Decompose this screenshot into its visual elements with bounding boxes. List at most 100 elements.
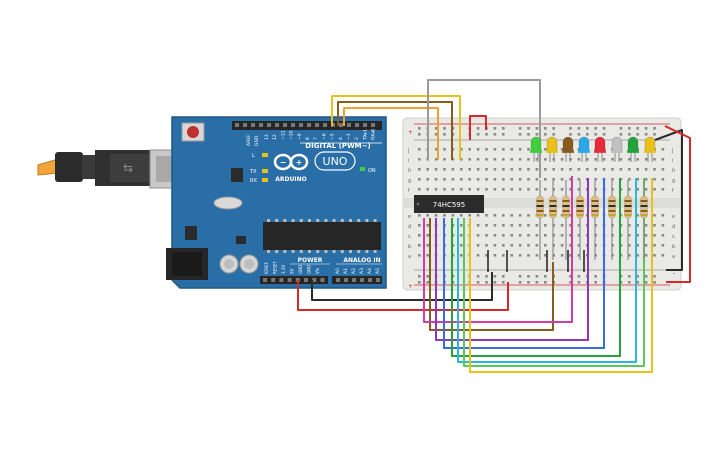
resistor	[591, 180, 599, 260]
wire-black-gnd	[311, 272, 493, 301]
digital-pin-label: 12	[272, 134, 278, 140]
wire-green-loop	[451, 178, 621, 357]
header-hole	[275, 123, 279, 127]
uno-label: UNO	[323, 155, 348, 168]
wire-red-top	[469, 115, 487, 140]
digital-pin-label: ~6	[321, 133, 327, 140]
row-label-right: j	[671, 148, 673, 154]
wire-green2-loop	[463, 178, 645, 367]
analog-pin-label: A1	[343, 268, 349, 274]
header-hole	[371, 123, 375, 127]
power-header-label: POWER	[298, 257, 323, 264]
led	[594, 136, 606, 162]
power-pin-label: Vin	[315, 267, 320, 274]
svg-text:⇆: ⇆	[123, 161, 133, 175]
shift-register-chip: 74HC595	[414, 195, 484, 213]
power-pin-label: 3.3V	[281, 265, 286, 274]
row-label-left: h	[408, 168, 411, 174]
rail-plus-bottom: +	[408, 283, 413, 290]
wire-red-right	[664, 125, 691, 283]
header-hole	[363, 123, 367, 127]
header-hole	[267, 123, 271, 127]
analog-header	[332, 276, 382, 284]
analog-pin-label: A0	[335, 268, 341, 274]
resistor	[576, 180, 584, 260]
power-pin-label: GND	[307, 265, 312, 274]
digital-pin-label: 7	[313, 137, 319, 140]
header-hole	[323, 123, 327, 127]
header-hole	[283, 123, 287, 127]
digital-pin-label: ~9	[297, 133, 303, 140]
power-pin-label: 5V	[290, 268, 295, 274]
analog-header-label: ANALOG IN	[343, 257, 380, 264]
rail-plus-top: +	[408, 129, 413, 136]
led	[546, 136, 558, 162]
header-hole	[299, 123, 303, 127]
row-label-left: b	[408, 244, 411, 250]
resistor-array	[487, 180, 648, 272]
row-label-left: g	[408, 178, 411, 184]
analog-pin-label: A3	[359, 268, 365, 274]
resistor	[640, 180, 648, 260]
digital-pin-label: 2	[354, 137, 360, 140]
digital-pin-label: 4	[338, 137, 344, 140]
digital-pin-label: 13	[264, 134, 270, 140]
wire-magenta-loop	[423, 176, 573, 323]
digital-pin-label: 8	[305, 137, 311, 140]
led	[627, 136, 639, 162]
digital-header-label: DIGITAL (PWM~)	[305, 142, 370, 150]
resistor	[549, 180, 557, 260]
wire-brown-loop	[429, 218, 554, 331]
digital-pin-label: ~5	[330, 133, 336, 140]
header-hole	[307, 123, 311, 127]
wire-yellow-top	[331, 95, 461, 160]
resistor	[608, 180, 616, 260]
header-hole	[339, 123, 343, 127]
resistor	[562, 180, 570, 260]
wire-black-right	[654, 129, 683, 271]
row-label-left: i	[408, 158, 409, 164]
wire-orange-top	[343, 107, 439, 160]
row-label-right: h	[672, 168, 675, 174]
wire-red-5v	[297, 280, 509, 311]
digital-pin-label: ~11	[280, 130, 286, 140]
row-label-left: a	[408, 254, 411, 260]
led	[644, 136, 656, 162]
row-label-right: d	[672, 224, 675, 230]
svg-text:−: −	[280, 158, 287, 167]
led	[578, 136, 590, 162]
wire-brown-top	[337, 101, 453, 160]
header-hole	[235, 123, 239, 127]
power-header	[260, 276, 328, 284]
svg-text:+: +	[296, 158, 303, 167]
wires	[297, 79, 691, 373]
power-pin-label: RESET	[273, 261, 278, 274]
l-label: L	[252, 153, 255, 159]
gnd-label: GND	[254, 135, 260, 146]
chip-label: 74HC595	[433, 201, 465, 209]
wire-yellow-loop	[469, 178, 653, 373]
arduino-wordmark: ARDUINO	[275, 176, 306, 183]
header-hole	[347, 123, 351, 127]
row-label-left: f	[408, 188, 410, 194]
resistor	[536, 180, 544, 260]
power-pin-label: GND	[298, 265, 303, 274]
on-label: ON	[368, 168, 376, 174]
wire-cyan-loop	[457, 178, 637, 363]
row-label-left: d	[408, 224, 411, 230]
wire-blue-loop	[443, 178, 605, 349]
digital-pin-label: ~3	[346, 133, 352, 140]
row-label-right: a	[672, 254, 675, 260]
wire-grey-top	[427, 79, 541, 178]
rail-minus-bottom: -	[673, 270, 675, 277]
header-hole	[291, 123, 295, 127]
resistor	[624, 180, 632, 260]
aref-label: AREF	[246, 134, 252, 146]
row-label-right: f	[672, 188, 674, 194]
analog-pin-label: A2	[351, 268, 357, 274]
header-hole	[251, 123, 255, 127]
row-label-left: e	[408, 214, 411, 220]
row-label-left: j	[407, 148, 409, 154]
